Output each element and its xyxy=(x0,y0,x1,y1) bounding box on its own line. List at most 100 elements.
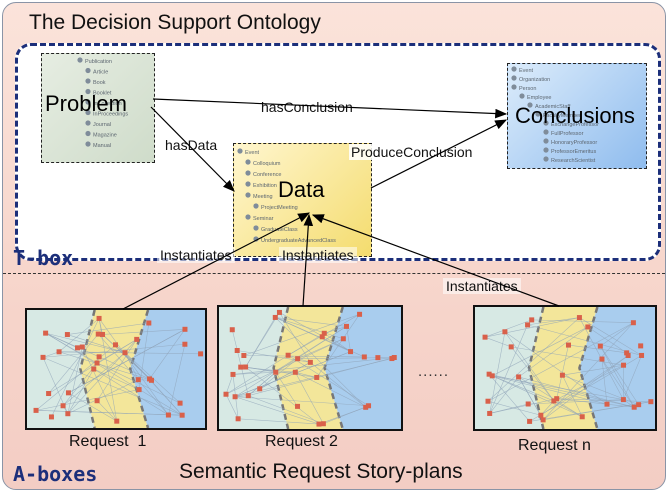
story-plan-node xyxy=(65,390,71,396)
tree-node-label: Exhibition xyxy=(253,183,277,189)
data-ontology-tree: EventColloquiumConferenceExhibitionMeeti… xyxy=(237,148,336,244)
abox-label: A-boxes xyxy=(13,462,98,486)
tbox-abox-separator xyxy=(3,273,665,274)
story-plan-node xyxy=(597,343,603,349)
request-card-2 xyxy=(217,305,403,431)
story-plan-node xyxy=(639,352,645,358)
conclusions-label: Conclusions xyxy=(515,103,635,128)
story-plan-node xyxy=(559,372,565,378)
story-plan-link xyxy=(45,332,183,416)
story-plan-node xyxy=(363,404,369,410)
story-plan-node xyxy=(366,403,372,409)
story-plan-node xyxy=(486,371,492,377)
story-plan-node xyxy=(95,331,101,337)
tree-node-icon xyxy=(245,214,251,220)
ellipsis: ...... xyxy=(418,363,450,380)
story-plan-link xyxy=(235,396,320,425)
story-plan-link xyxy=(504,331,555,402)
story-plan-link xyxy=(62,352,126,406)
story-plan-node xyxy=(636,402,642,408)
story-plan-node xyxy=(147,376,153,382)
story-plan-link xyxy=(98,318,103,335)
story-plan-link xyxy=(67,379,139,414)
tree-node-label: Journal xyxy=(93,122,111,128)
story-plan-node xyxy=(182,326,188,332)
request-2-story-plan xyxy=(219,307,401,429)
story-plan-link xyxy=(279,312,351,352)
story-plan-node xyxy=(43,330,49,336)
story-plan-node xyxy=(285,352,291,358)
story-plan-node xyxy=(273,369,279,375)
story-plan-node xyxy=(625,353,631,359)
story-plan-link xyxy=(51,318,100,418)
request-1-story-plan xyxy=(27,310,205,428)
request-card-n xyxy=(473,305,657,431)
tree-node-icon xyxy=(519,93,525,99)
story-plan-node xyxy=(235,416,241,422)
story-plan-node xyxy=(391,355,397,361)
story-plan-node xyxy=(295,356,301,362)
story-plan-link xyxy=(245,366,320,425)
story-plan-node xyxy=(91,366,97,372)
story-plan-link xyxy=(68,329,186,394)
story-plan-node xyxy=(229,327,235,333)
story-plan-link xyxy=(243,355,365,358)
story-plan-node xyxy=(292,369,298,375)
story-plan-link xyxy=(295,372,366,408)
story-plan-link xyxy=(240,366,296,373)
tree-node-label: ProfessorEmeritus xyxy=(551,149,596,155)
story-plan-link xyxy=(259,358,298,390)
story-plan-node xyxy=(40,354,46,360)
story-plan-node xyxy=(177,400,183,406)
story-plan-link xyxy=(149,329,186,380)
story-plan-link xyxy=(231,329,249,396)
story-plan-link xyxy=(45,332,98,364)
story-plan-node xyxy=(241,353,247,359)
story-plan-divider xyxy=(578,307,599,429)
story-plan-link xyxy=(259,362,311,390)
tree-node-icon xyxy=(245,181,251,187)
tree-node-label: Booklet xyxy=(93,91,112,97)
story-plan-link xyxy=(489,373,635,408)
diagram-subtitle: Semantic Request Story-plans xyxy=(179,460,463,483)
story-plan-node xyxy=(100,331,106,337)
story-plan-link xyxy=(225,374,234,395)
story-plan-link xyxy=(225,354,289,395)
request-n-label: Request n xyxy=(518,437,591,454)
story-plan-link xyxy=(527,317,580,326)
story-plan-link xyxy=(45,332,126,353)
story-plan-node xyxy=(630,320,636,326)
tree-node-label: Manual xyxy=(93,143,111,149)
story-plan-node xyxy=(502,329,508,335)
story-plan-link xyxy=(324,333,351,352)
story-plan-node xyxy=(307,359,313,365)
tree-node-label: UndergraduateAdvancedClass xyxy=(261,238,336,244)
story-plan-node xyxy=(648,399,654,405)
has-data-label: hasData xyxy=(163,137,220,153)
story-plan-node xyxy=(565,342,571,348)
story-plan-link xyxy=(316,314,360,378)
tree-node-label: InCollection xyxy=(93,101,122,107)
story-plan-link xyxy=(67,322,149,335)
story-plan-node xyxy=(114,418,120,424)
story-plan-link xyxy=(531,319,634,324)
story-plan-link xyxy=(600,322,634,347)
tree-node-icon xyxy=(543,138,549,144)
tree-node-icon xyxy=(543,147,549,153)
story-plan-link xyxy=(489,331,506,414)
tree-node-icon xyxy=(245,170,251,176)
story-plan-node xyxy=(238,364,244,370)
request-n-story-plan xyxy=(475,307,655,429)
tree-node-icon xyxy=(85,78,91,84)
story-plan-node xyxy=(489,373,495,379)
story-plan-node xyxy=(508,344,514,350)
story-plan-link xyxy=(68,392,117,422)
story-plan-node xyxy=(112,342,118,348)
story-plan-link xyxy=(102,329,185,335)
story-plan-link xyxy=(42,351,60,358)
story-plan-link xyxy=(102,334,150,380)
tree-node-label: Event xyxy=(245,150,260,156)
tree-node-label: FullProfessor xyxy=(551,131,584,137)
